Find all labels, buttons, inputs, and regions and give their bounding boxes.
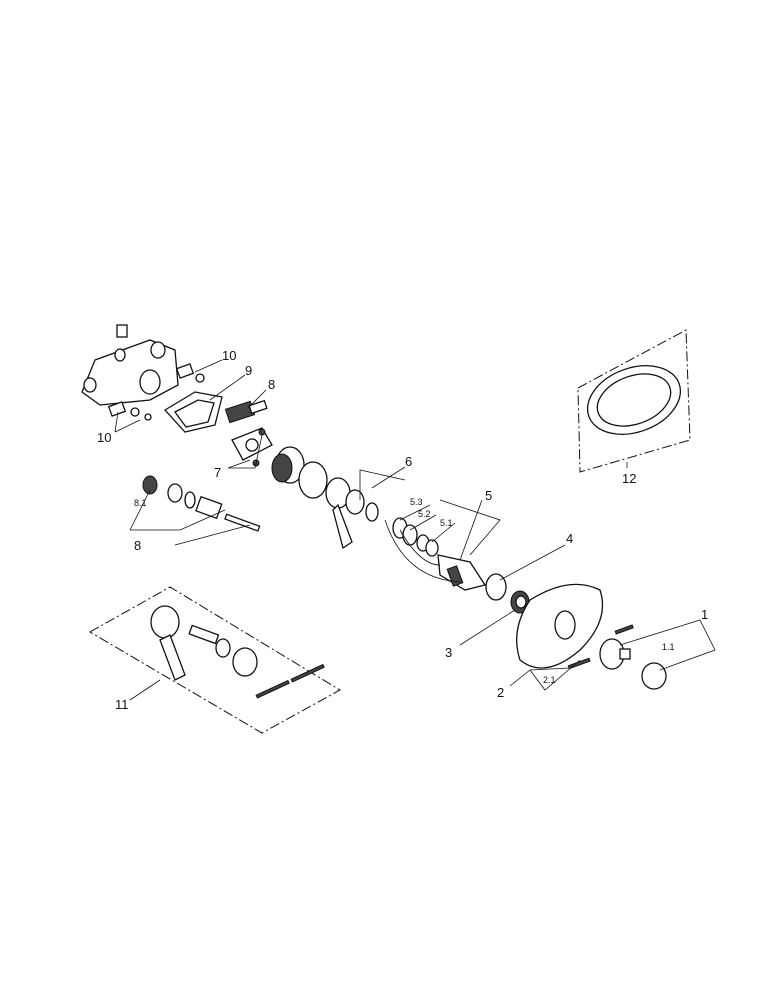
label-screws: 2.1 (543, 675, 556, 685)
label-cartridge-seal: 8.1 (134, 498, 147, 508)
sleeve-threaded (271, 446, 305, 484)
label-ring: 4 (566, 531, 573, 546)
label-cartridge: 8 (268, 377, 275, 392)
label-mounting-plate: 9 (245, 363, 252, 378)
flange-7 (231, 427, 273, 467)
escutcheon-kit (577, 329, 691, 473)
label-flange: 7 (214, 465, 221, 480)
label-o-ring-large: 5.3 (410, 497, 423, 507)
label-cap: 1.1 (662, 642, 675, 652)
sleeve-6 (298, 461, 379, 550)
label-o-ring-small: 5.1 (440, 518, 453, 528)
trim-plate (516, 583, 634, 670)
handle-1 (599, 638, 667, 690)
lever-handle-kit (88, 586, 341, 734)
label-nut: 3 (445, 645, 452, 660)
part-labels: 10 9 8 10 7 8.1 8 6 5.3 5.2 5.1 5 4 3 12 1 1.1 2 2.1 11 (97, 348, 708, 712)
label-sleeve-rings: 6 (405, 454, 412, 469)
label-o-ring-medium: 5.2 (418, 509, 431, 519)
label-trim-plate: 2 (497, 685, 504, 700)
label-check-stop-top: 10 (222, 348, 236, 363)
mounting-plate (163, 391, 223, 433)
label-handle: 1 (701, 607, 708, 622)
ring-4-nut-3 (485, 573, 530, 614)
label-cartridge-assembly: 8 (134, 538, 141, 553)
label-lever-handle-kit: 11 (115, 697, 129, 712)
valve-body (81, 324, 179, 406)
leader-lines (114, 359, 716, 701)
label-escutcheon-kit: 12 (622, 471, 636, 486)
thermostatic-cartridge (384, 519, 487, 591)
cartridge-8 (224, 399, 268, 424)
cartridge-8-assembly (142, 475, 261, 532)
small-parts-top (107, 363, 205, 421)
label-thermostatic-cartridge: 5 (485, 488, 492, 503)
label-check-stop-bottom: 10 (97, 430, 111, 445)
